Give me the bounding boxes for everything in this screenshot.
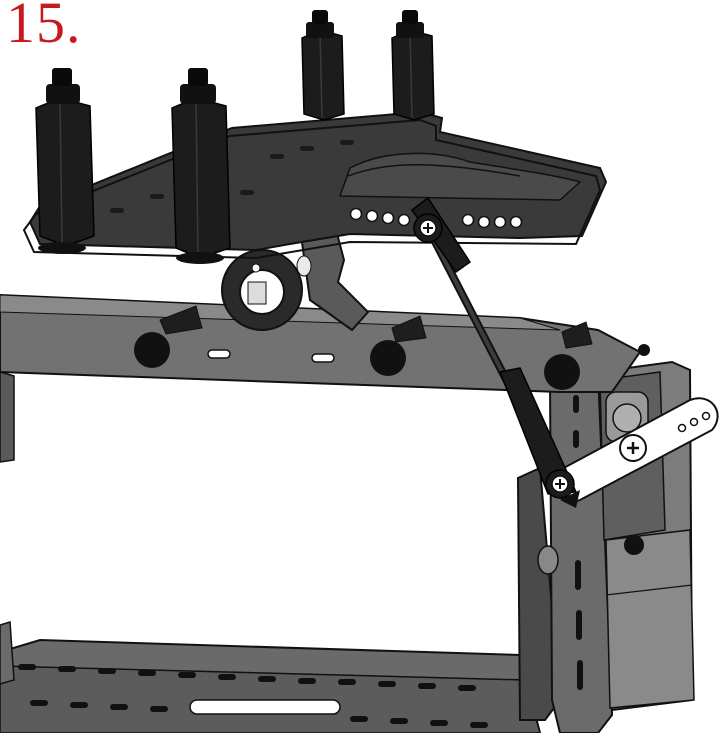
step-number: 15. xyxy=(6,0,82,55)
hinge-bracket xyxy=(221,220,370,332)
top-mounting-plate xyxy=(22,110,608,260)
servo-horn xyxy=(554,397,719,503)
bottom-frame-plate xyxy=(0,621,542,734)
standoff-back-right xyxy=(391,10,435,121)
upper-frame-rail xyxy=(0,293,642,393)
linkage-pushrod xyxy=(410,196,580,508)
left-frame-post xyxy=(0,371,15,463)
servo xyxy=(596,344,695,712)
standoff-front-left xyxy=(35,68,95,254)
standoff-back-left xyxy=(301,10,345,121)
standoff-front-right xyxy=(171,68,231,264)
